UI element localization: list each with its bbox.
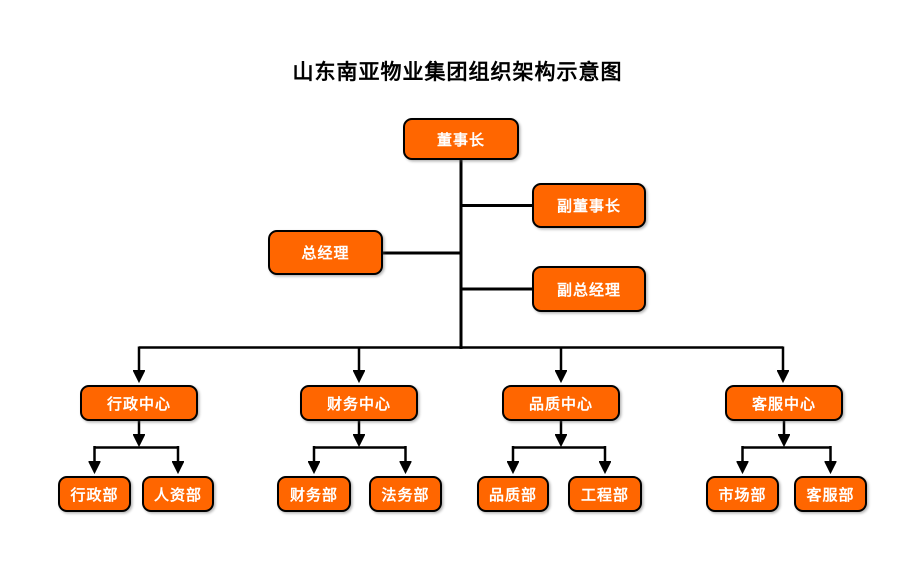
org-node-quality-center: 品质中心 — [502, 385, 620, 421]
org-node-chairman: 董事长 — [403, 118, 519, 160]
org-node-admin-dept: 行政部 — [58, 476, 131, 512]
org-node-quality-dept: 品质部 — [477, 476, 549, 512]
org-node-label: 人资部 — [153, 486, 202, 504]
org-node-engineering-dept: 工程部 — [568, 476, 642, 512]
org-node-label: 董事长 — [436, 131, 485, 149]
org-node-general-manager: 总经理 — [268, 230, 383, 275]
org-node-finance-center: 财务中心 — [300, 385, 418, 421]
org-node-label: 行政部 — [70, 486, 119, 504]
org-node-deputy-general-manager: 副总经理 — [532, 266, 646, 312]
org-node-label: 副董事长 — [556, 198, 621, 215]
org-node-label: 总经理 — [301, 245, 350, 262]
org-node-label: 品质部 — [488, 486, 537, 504]
org-node-label: 客服中心 — [751, 395, 816, 413]
org-node-label: 副总经理 — [556, 281, 621, 299]
org-node-label: 客服部 — [806, 486, 855, 504]
org-node-hr-dept: 人资部 — [142, 476, 214, 512]
org-node-vice-chairman: 副董事长 — [532, 183, 646, 228]
org-node-label: 工程部 — [580, 486, 629, 504]
org-node-admin-center: 行政中心 — [80, 385, 198, 421]
chart-title: 山东南亚物业集团组织架构示意图 — [292, 61, 623, 84]
org-node-customer-service-dept: 客服部 — [794, 476, 867, 512]
org-node-marketing-dept: 市场部 — [706, 476, 779, 512]
org-node-customer-service-center: 客服中心 — [725, 385, 843, 421]
org-node-label: 行政中心 — [106, 395, 171, 413]
org-node-legal-dept: 法务部 — [369, 476, 442, 512]
org-node-label: 财务中心 — [326, 395, 391, 413]
org-node-label: 市场部 — [718, 486, 767, 504]
org-node-label: 法务部 — [381, 486, 430, 504]
org-node-finance-dept: 财务部 — [277, 476, 351, 512]
org-node-label: 财务部 — [289, 486, 338, 504]
org-node-label: 品质中心 — [528, 395, 593, 413]
